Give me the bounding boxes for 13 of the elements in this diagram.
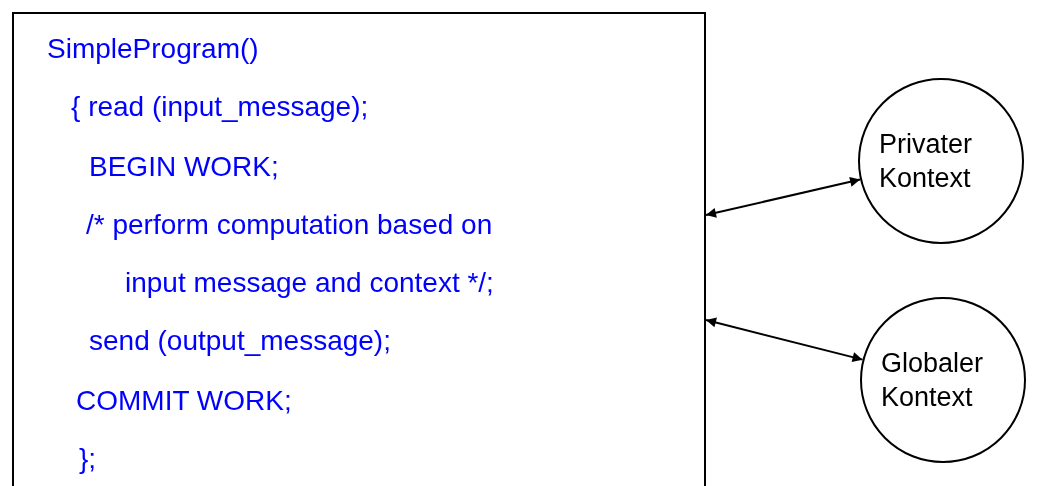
double-arrow xyxy=(705,317,864,362)
code-line: { read (input_message); xyxy=(71,90,369,124)
code-line: BEGIN WORK; xyxy=(89,150,279,184)
context-label: Privater Kontext xyxy=(879,128,974,195)
code-line: }; xyxy=(79,442,97,476)
code-line: SimpleProgram() xyxy=(47,32,259,66)
double-arrow xyxy=(705,176,862,218)
code-line: COMMIT WORK; xyxy=(76,384,292,418)
code-line: input message and context */; xyxy=(125,266,494,300)
code-box xyxy=(12,12,706,486)
context-label: Globaler Kontext xyxy=(881,347,985,414)
code-line: send (output_message); xyxy=(89,324,391,358)
code-line: /* perform computation based on xyxy=(86,208,493,242)
